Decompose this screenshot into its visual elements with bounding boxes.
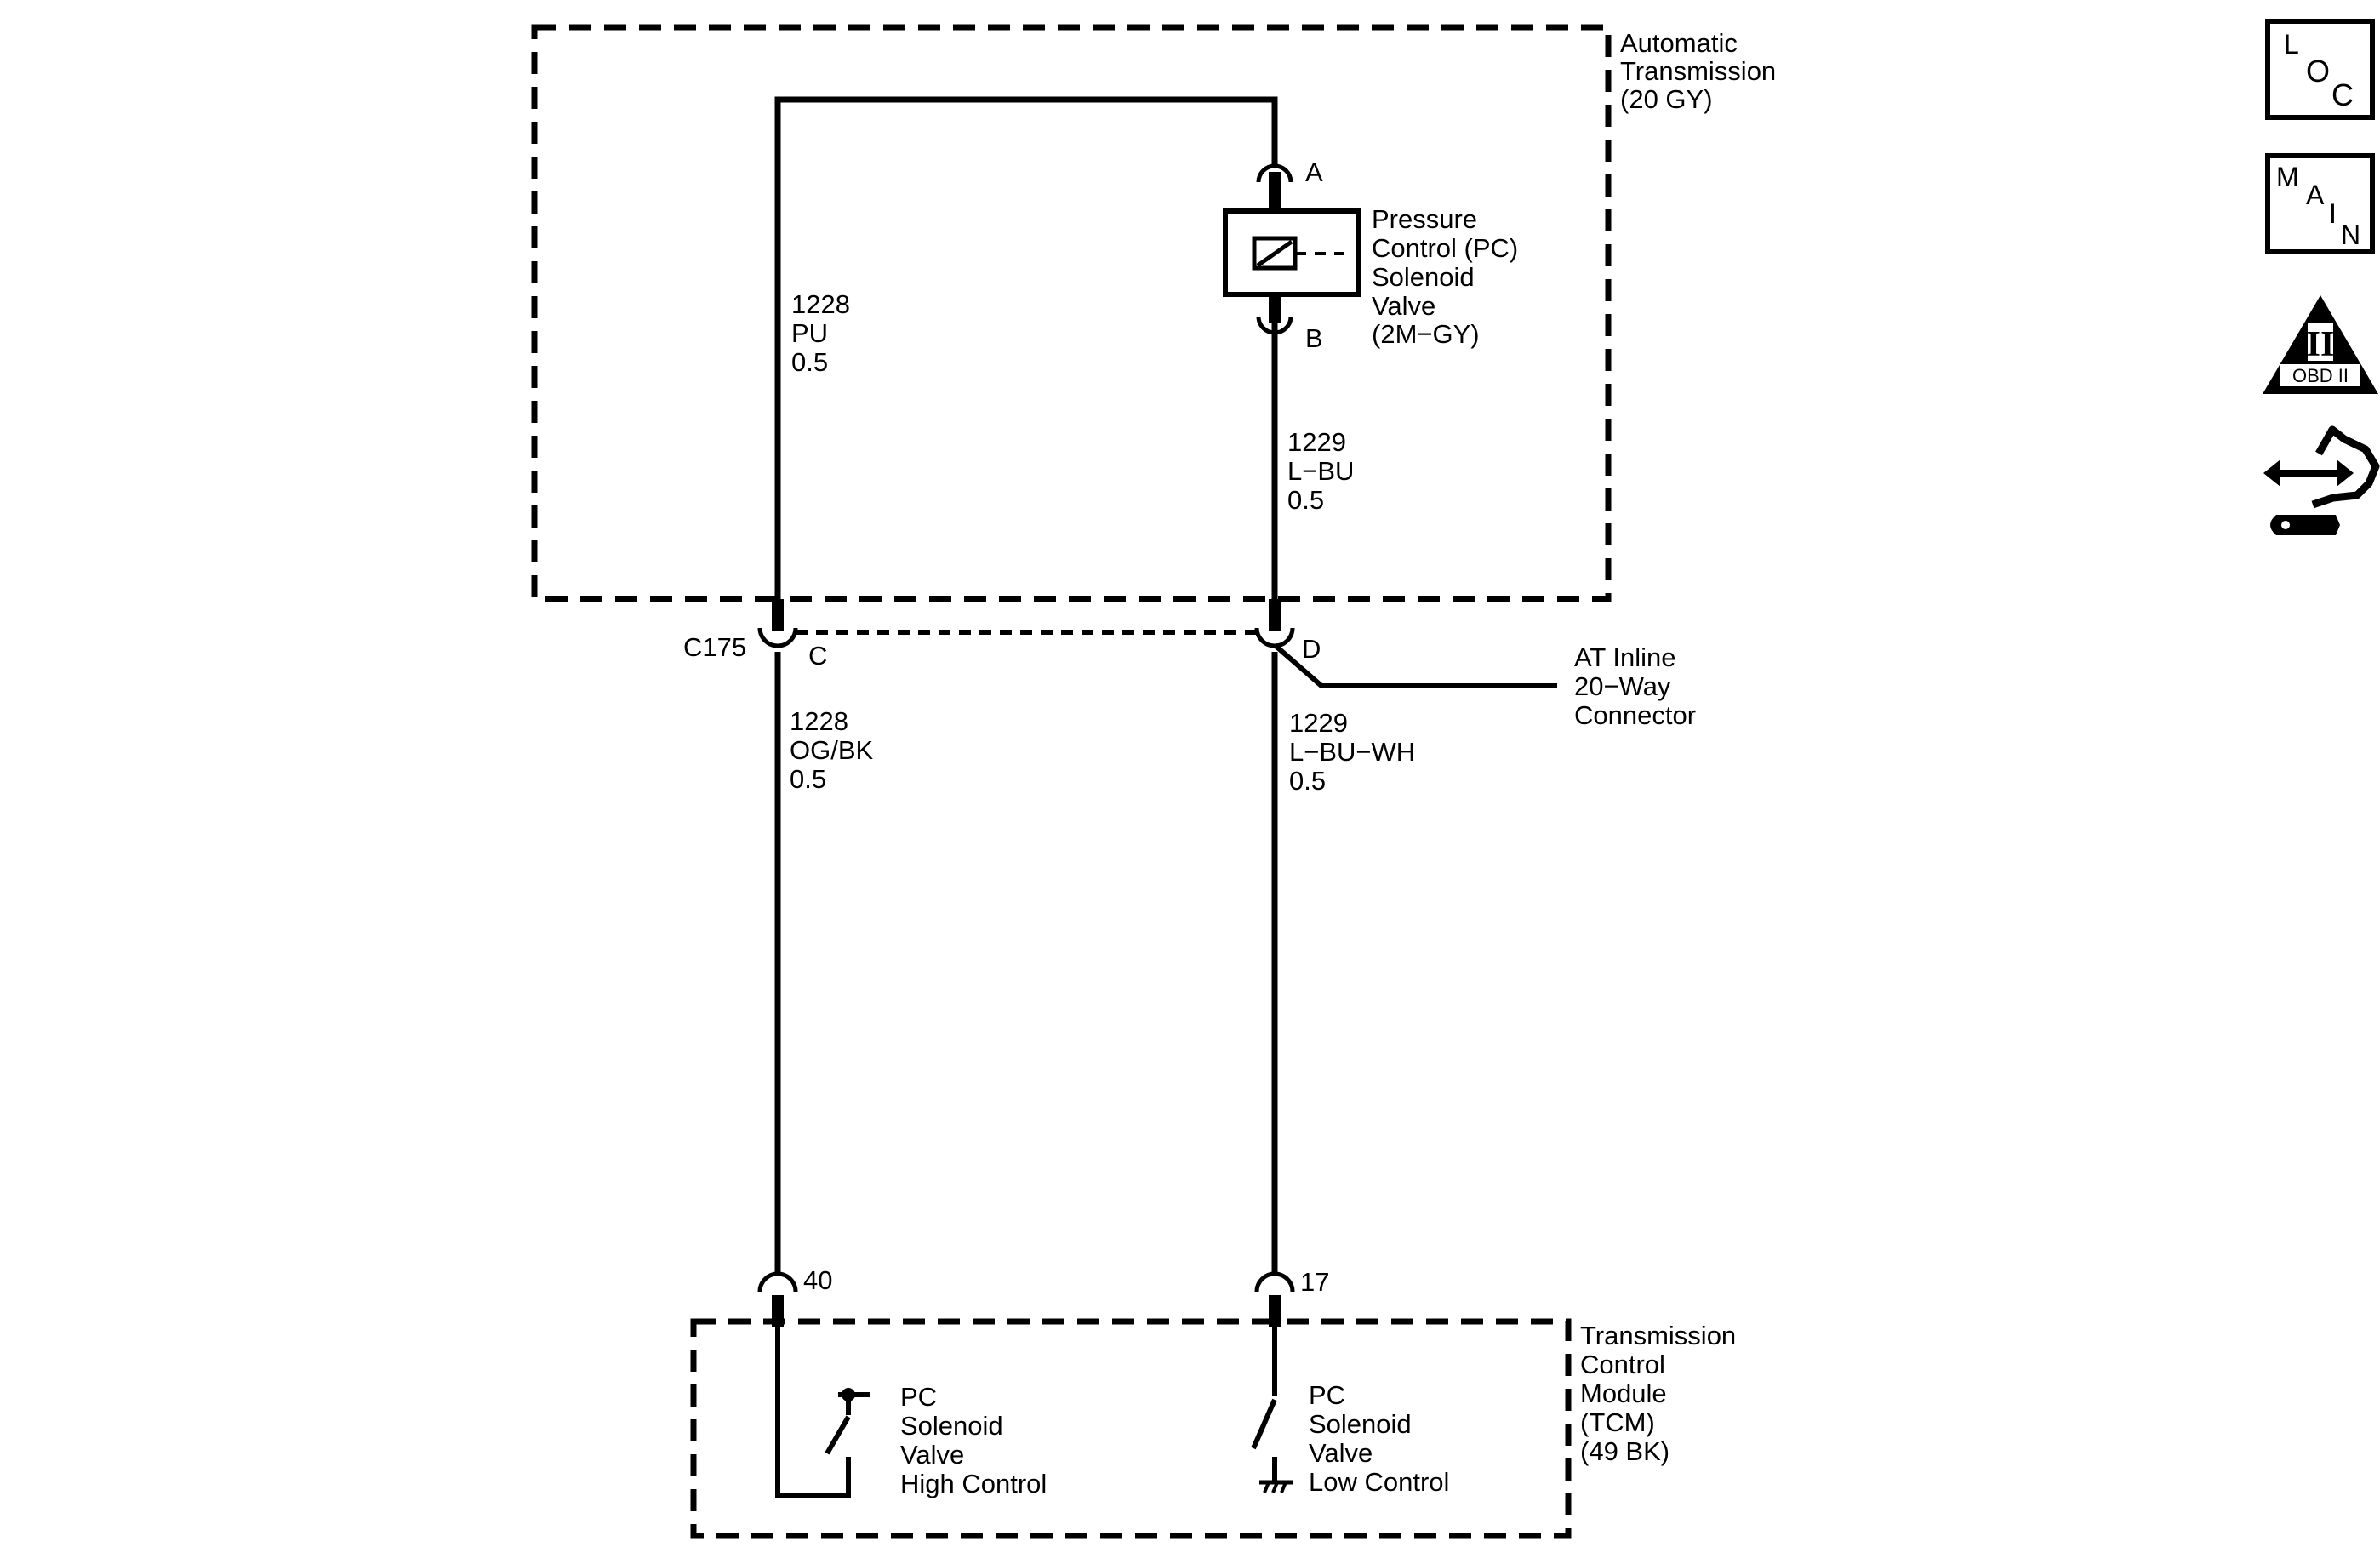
terminal-d-label: D <box>1302 634 1321 664</box>
main-icon[interactable]: M A I N <box>2265 153 2375 254</box>
wire-1229-upper-size: 0.5 <box>1287 485 1324 515</box>
terminal-17-label: 17 <box>1300 1267 1329 1297</box>
solenoid-label: Pressure <box>1372 204 1477 234</box>
wire-1228-upper-circuit: 1228 <box>791 289 850 319</box>
high-control-label: Valve <box>900 1440 964 1470</box>
inline-connector-label: AT Inline <box>1574 642 1675 672</box>
terminal-c-arc <box>757 627 798 648</box>
terminal-c-label: C <box>808 641 827 671</box>
inline-connector-label: Connector <box>1574 700 1696 730</box>
svg-text:N: N <box>2341 220 2360 250</box>
wire-1229-upper-circuit: 1229 <box>1287 427 1346 457</box>
svg-text:II: II <box>2307 325 2335 364</box>
arrows-wrench-icon[interactable] <box>2263 425 2380 535</box>
solenoid-label: Valve <box>1372 291 1435 321</box>
high-control-label: Solenoid <box>900 1411 1003 1441</box>
svg-text:L: L <box>2284 29 2299 60</box>
solenoid-label: Solenoid <box>1372 262 1475 292</box>
solenoid-label: Control (PC) <box>1372 233 1518 263</box>
svg-text:M: M <box>2276 162 2299 192</box>
tcm-label: Transmission <box>1580 1321 1736 1350</box>
terminal-40-label: 40 <box>803 1265 832 1295</box>
wire-1228-upper-color: PU <box>791 318 828 348</box>
tcm-boundary <box>690 1318 1572 1539</box>
low-control-label: PC <box>1309 1380 1345 1410</box>
svg-text:C: C <box>2331 77 2354 112</box>
tcm-connector: (49 BK) <box>1580 1436 1669 1466</box>
loc-icon[interactable]: L O C <box>2265 19 2375 120</box>
terminal-a-label: A <box>1305 157 1323 187</box>
labels: Automatic Transmission (20 GY) A B Press… <box>683 28 1776 1498</box>
low-control-switch-symbol <box>1251 1327 1293 1493</box>
low-control-label: Low Control <box>1309 1467 1449 1497</box>
terminal-a-arc <box>1256 163 1293 183</box>
wire-1229-lower-size: 0.5 <box>1289 766 1326 796</box>
wire-1228-lower-color: OG/BK <box>790 735 874 765</box>
automatic-transmission-connector: (20 GY) <box>1620 84 1713 114</box>
tcm-label: Module <box>1580 1378 1667 1408</box>
high-control-label: High Control <box>900 1469 1047 1498</box>
low-control-label: Valve <box>1309 1438 1373 1468</box>
high-control-label: PC <box>900 1382 937 1412</box>
high-control-switch-symbol <box>775 1327 870 1498</box>
wire-1228-lower-circuit: 1228 <box>790 706 848 736</box>
automatic-transmission-boundary <box>531 24 1612 602</box>
pressure-control-solenoid-symbol <box>1223 208 1361 297</box>
obd-ii-icon[interactable]: II OBD II <box>2263 295 2378 394</box>
inline-connector-label: 20−Way <box>1574 671 1671 701</box>
automatic-transmission-label: Transmission <box>1620 56 1776 86</box>
tcm-label: (TCM) <box>1580 1407 1655 1437</box>
wire-1228-lower-size: 0.5 <box>790 764 826 794</box>
svg-text:A: A <box>2306 180 2325 210</box>
terminal-b-label: B <box>1305 323 1323 353</box>
automatic-transmission-label: Automatic <box>1620 28 1738 58</box>
wire-1229-lower-circuit: 1229 <box>1289 708 1348 738</box>
svg-text:I: I <box>2329 198 2337 229</box>
svg-text:OBD II: OBD II <box>2292 365 2349 386</box>
wire-1228-upper-size: 0.5 <box>791 347 828 377</box>
low-control-label: Solenoid <box>1309 1409 1412 1439</box>
solenoid-connector-label: (2M−GY) <box>1372 319 1480 349</box>
tcm-label: Control <box>1580 1350 1665 1379</box>
svg-text:O: O <box>2306 54 2330 88</box>
terminal-17-arc <box>1254 1271 1295 1293</box>
terminal-b-arc <box>1256 316 1293 335</box>
terminal-40-arc <box>757 1271 798 1293</box>
wire-1228 <box>772 96 1278 1327</box>
wire-1229-lower-color: L−BU−WH <box>1289 737 1415 767</box>
inline-connector-id: C175 <box>683 632 746 662</box>
inline-connector-leader <box>1273 642 1557 688</box>
wire-1229-upper-color: L−BU <box>1287 456 1354 486</box>
